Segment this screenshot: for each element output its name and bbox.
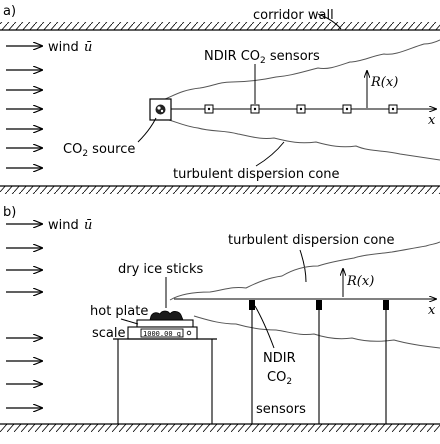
- floor: [0, 423, 440, 432]
- radius-label-b: R(x): [346, 274, 374, 289]
- cone-upper-boundary-a: [159, 39, 440, 102]
- ndir-label-line3: sensors: [256, 402, 306, 417]
- panel-b-label: b): [3, 205, 16, 220]
- top-corridor-wall: [0, 22, 440, 31]
- hot-plate-label: hot plate: [90, 304, 148, 319]
- sensor-square-icon: [388, 104, 398, 114]
- dry-ice-label: dry ice sticks: [118, 262, 203, 277]
- co2-source-icon: [149, 98, 172, 121]
- panel-a-label: a): [3, 4, 16, 19]
- ndir-pointer: [254, 305, 275, 349]
- cone-label-b: turbulent dispersion cone: [228, 233, 395, 248]
- wind-label-a: wind ū: [6, 40, 92, 55]
- source-pointer-a: [137, 117, 157, 143]
- hot-plate: [136, 319, 194, 328]
- x-axis-label-a: x: [428, 113, 436, 128]
- scale-label: scale: [92, 326, 126, 341]
- sensor-square-icon: [204, 104, 214, 114]
- scale: 1000.00 g: [127, 326, 198, 340]
- wind-label-b: wind ū: [6, 218, 92, 233]
- hot-plate-pointer: [120, 318, 139, 325]
- source-label-a: CO2 source: [63, 142, 135, 159]
- x-axis-label-b: x: [428, 303, 436, 318]
- sensor-square-icon: [249, 300, 255, 310]
- cone-upper-boundary-b: [169, 241, 440, 301]
- wind-arrows-b: [6, 248, 42, 408]
- table: [113, 338, 217, 424]
- wind-arrows-a: [6, 70, 42, 168]
- bottom-corridor-wall: [0, 185, 440, 194]
- cone-label-a: turbulent dispersion cone: [173, 167, 340, 182]
- sensor-stand: [383, 300, 389, 424]
- wind-word-b: wind: [48, 218, 79, 233]
- cone-lower-boundary-b: [193, 315, 440, 349]
- sensors-a: [204, 104, 398, 114]
- corridor-wall-label: corridor wall: [253, 8, 334, 23]
- sensor-square-icon: [342, 104, 352, 114]
- corridor-wall-pointer: [317, 13, 342, 30]
- sensor-square-icon: [296, 104, 306, 114]
- scale-display: [140, 328, 184, 338]
- radius-label-a: R(x): [370, 75, 398, 90]
- wind-word-a: wind: [48, 40, 79, 55]
- sensor-square-icon: [383, 300, 389, 310]
- sensors-label-a: NDIR CO2 sensors: [204, 49, 320, 66]
- sensor-square-icon: [316, 300, 322, 310]
- wind-symbol-b: ū: [84, 218, 92, 233]
- wind-symbol-a: ū: [84, 40, 92, 55]
- panel-a: a) corridor wall wind ū x: [0, 4, 440, 194]
- panel-b: b) wind ū turbulent dispersion cone x R: [0, 205, 440, 432]
- scale-reading: 1000.00 g: [143, 330, 181, 338]
- cone-pointer-b: [299, 249, 307, 283]
- scale-button-icon: [186, 330, 192, 336]
- sensor-stand: [316, 300, 322, 424]
- cone-lower-boundary-a: [159, 117, 440, 161]
- sensor-square-icon: [250, 104, 260, 114]
- ndir-label-line2: CO2: [267, 370, 292, 387]
- cone-pointer-a: [255, 141, 285, 167]
- sensor-stand: [249, 300, 255, 424]
- dry-ice-sticks: [149, 310, 184, 321]
- ndir-label-line1: NDIR: [263, 351, 296, 366]
